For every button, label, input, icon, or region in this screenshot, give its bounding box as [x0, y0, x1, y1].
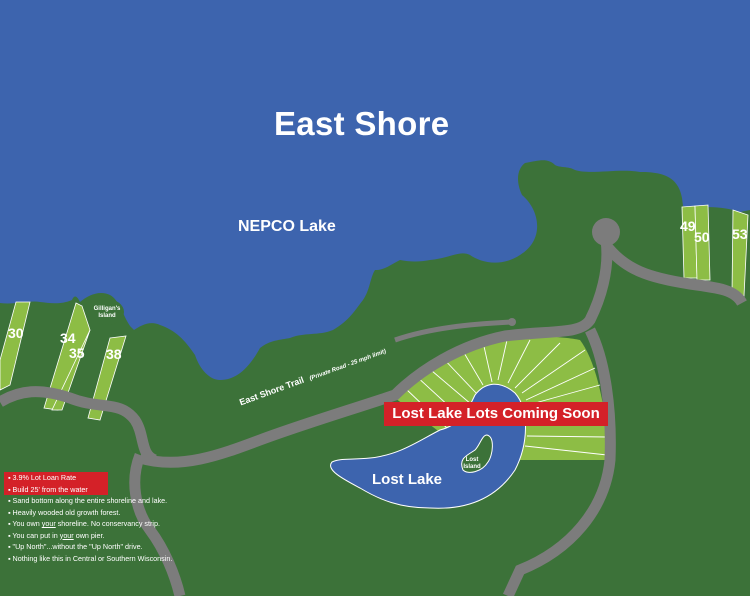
lost-island-label: Lost Island — [463, 457, 481, 470]
feature-highlight: ▪ Build 25' from the water — [4, 483, 108, 495]
gilligans-island — [90, 299, 124, 325]
lot-38[interactable]: 38 — [106, 346, 122, 362]
feature-list: ▪ 3.9% Lot Loan Rate ▪ Build 25' from th… — [4, 472, 214, 564]
lost-lake-label: Lost Lake — [372, 471, 443, 488]
feature-item: ▪ You own your shoreline. No conservancy… — [8, 519, 160, 528]
coming-soon-banner: Lost Lake Lots Coming Soon — [384, 402, 608, 426]
feature-highlight: ▪ 3.9% Lot Loan Rate — [4, 472, 108, 484]
gilligans-island-label: Gilligan's Island — [93, 306, 121, 319]
feature-item: ▪ Heavily wooded old growth forest. — [8, 507, 121, 517]
lots-east — [681, 204, 749, 297]
lot-35[interactable]: 35 — [69, 345, 85, 361]
feature-item: ▪ "Up North"...without the "Up North" dr… — [8, 542, 143, 551]
road-end — [508, 318, 516, 326]
lots-west — [0, 301, 127, 421]
cul-de-sac — [592, 218, 620, 246]
lot-50[interactable]: 50 — [694, 229, 710, 245]
lot-30[interactable]: 30 — [8, 325, 24, 341]
nepco-lake-water — [0, 0, 750, 380]
feature-item: ▪ Nothing like this in Central or Southe… — [8, 553, 173, 563]
roads — [0, 239, 747, 596]
lot-34[interactable]: 34 — [60, 330, 76, 346]
lot-53[interactable]: 53 — [732, 226, 748, 242]
feature-item: ▪ You can put in your own pier. — [8, 530, 105, 540]
lost-island — [461, 434, 493, 473]
map-title: East Shore — [274, 105, 450, 142]
nepco-lake-label: NEPCO Lake — [238, 218, 336, 235]
lot-49[interactable]: 49 — [680, 218, 696, 234]
feature-item: ▪ Sand bottom along the entire shoreline… — [8, 496, 168, 505]
